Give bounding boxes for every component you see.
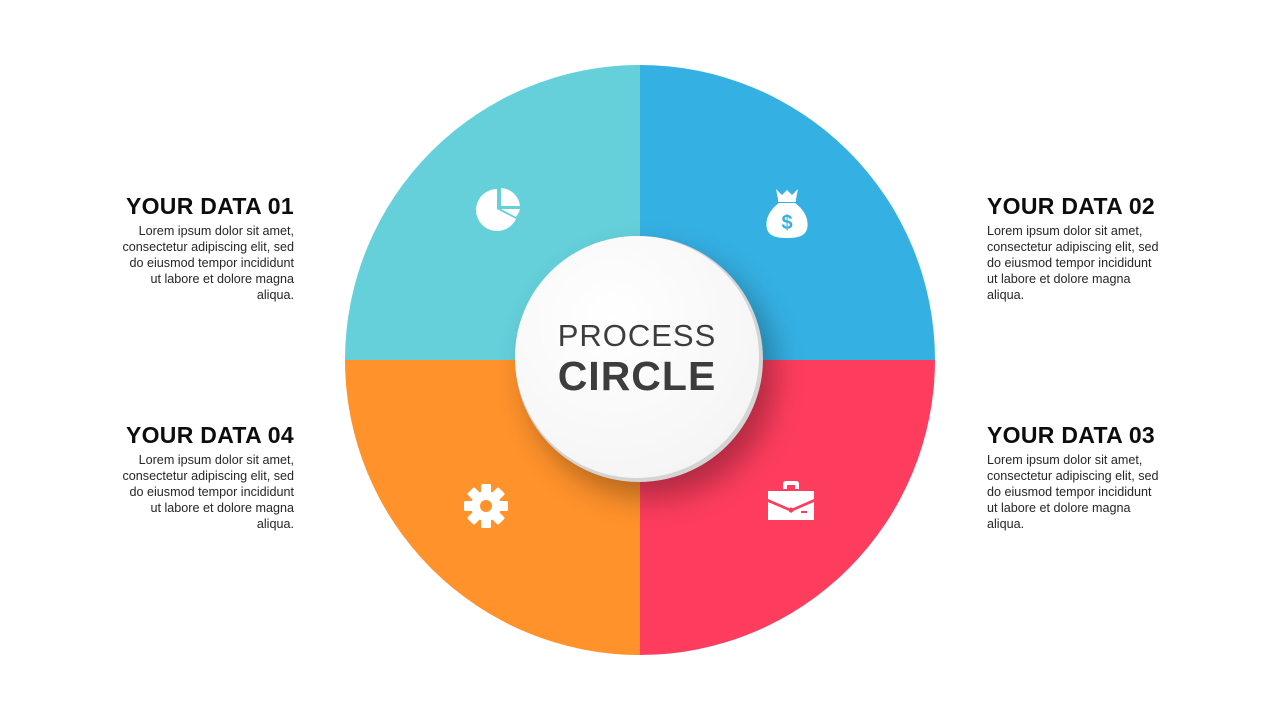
description-line: aliqua. [987,517,1025,531]
center-title-line2: CIRCLE [557,353,717,399]
segment-01-title: YOUR DATA 01 [125,193,294,219]
segment-03-title: YOUR DATA 03 [987,422,1156,448]
description-line: consectetur adipiscing elit, sed [987,240,1159,254]
description-line: Lorem ipsum dolor sit amet, [138,453,294,467]
briefcase-icon [767,480,815,522]
description-line: aliqua. [256,517,294,531]
segment-03-description: Lorem ipsum dolor sit amet, consectetur … [987,452,1202,532]
segment-04-description: Lorem ipsum dolor sit amet, consectetur … [79,452,294,532]
center-circle: PROCESS CIRCLE [515,236,763,482]
segment-01-text-block: YOUR DATA 01 Lorem ipsum dolor sit amet,… [79,192,294,303]
description-line: aliqua. [987,288,1025,302]
svg-text:$: $ [781,212,792,234]
description-line: aliqua. [256,288,294,302]
description-line: do eiusmod tempor incididunt [129,256,294,270]
gear-icon [463,483,509,529]
segment-02-text-block: YOUR DATA 02 Lorem ipsum dolor sit amet,… [987,192,1202,303]
segment-03-text-block: YOUR DATA 03 Lorem ipsum dolor sit amet,… [987,421,1202,532]
description-line: Lorem ipsum dolor sit amet, [987,224,1143,238]
description-line: Lorem ipsum dolor sit amet, [138,224,294,238]
description-line: consectetur adipiscing elit, sed [987,469,1159,483]
segment-02-description: Lorem ipsum dolor sit amet, consectetur … [987,223,1202,303]
description-line: ut labore et dolore magna [987,501,1131,515]
segment-01-description: Lorem ipsum dolor sit amet, consectetur … [79,223,294,303]
description-line: ut labore et dolore magna [150,272,294,286]
description-line: do eiusmod tempor incididunt [129,485,294,499]
segment-04-title: YOUR DATA 04 [125,422,294,448]
description-line: do eiusmod tempor incididunt [987,256,1152,270]
segment-04-text-block: YOUR DATA 04 Lorem ipsum dolor sit amet,… [79,421,294,532]
description-line: do eiusmod tempor incididunt [987,485,1152,499]
center-circle-face: PROCESS CIRCLE [515,236,759,478]
description-line: consectetur adipiscing elit, sed [122,469,294,483]
description-line: ut labore et dolore magna [150,501,294,515]
money-bag-icon: $ [764,187,810,239]
segment-02-title: YOUR DATA 02 [987,193,1156,219]
description-line: ut labore et dolore magna [987,272,1131,286]
description-line: consectetur adipiscing elit, sed [122,240,294,254]
description-line: Lorem ipsum dolor sit amet, [987,453,1143,467]
center-title-line1: PROCESS [557,318,717,353]
pie-chart-icon [476,187,524,233]
